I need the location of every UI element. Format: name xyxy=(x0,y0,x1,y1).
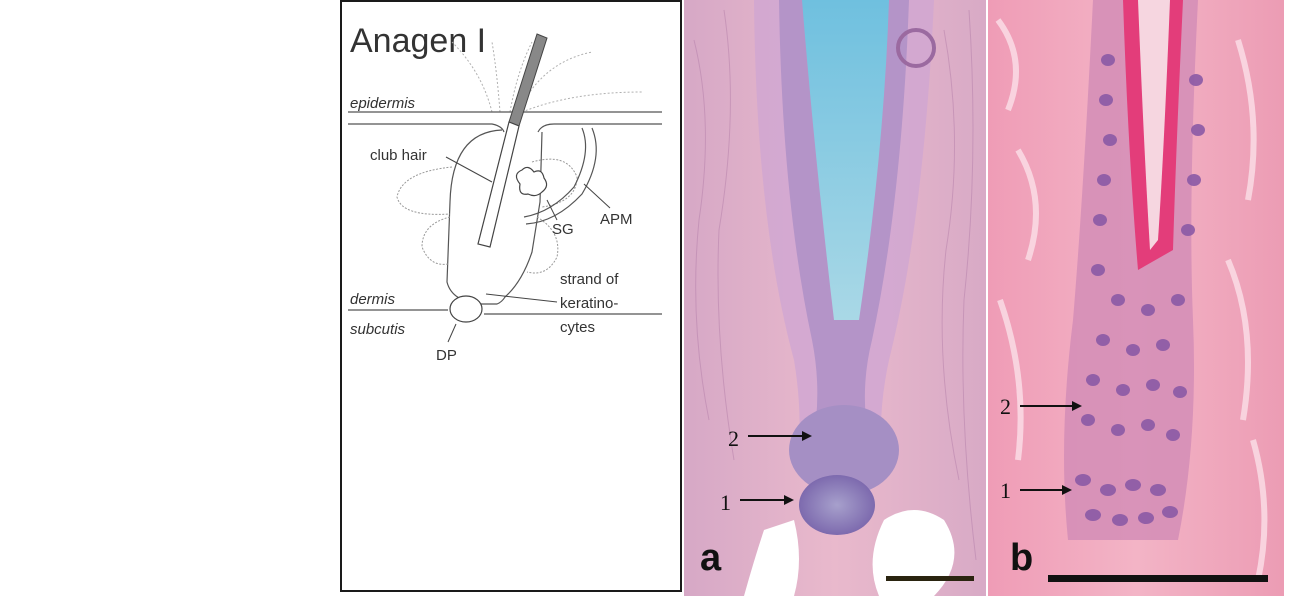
strand-label-2: keratino- xyxy=(560,295,618,312)
subcutis-label: subcutis xyxy=(350,321,406,338)
strand-label-3: cytes xyxy=(560,319,595,336)
dp-label: DP xyxy=(436,347,457,364)
svg-text:1: 1 xyxy=(720,490,731,515)
micrograph-a-image: 2 1 a xyxy=(684,0,986,596)
apm-label: APM xyxy=(600,211,633,228)
sebaceous-gland xyxy=(516,167,546,195)
micrograph-a-letter: a xyxy=(700,537,722,579)
sg-label: SG xyxy=(552,221,574,238)
svg-text:2: 2 xyxy=(1000,394,1011,419)
micrograph-b-letter: b xyxy=(1010,537,1033,579)
dermal-papilla xyxy=(450,296,482,322)
micrograph-a: 2 1 a xyxy=(684,0,986,596)
club-hair-label: club hair xyxy=(370,147,427,164)
strand-pointer xyxy=(486,294,557,302)
anagen-diagram-panel: Anagen I epidermis xyxy=(340,0,682,592)
micrograph-a-scale-bar xyxy=(886,576,974,581)
apm-pointer xyxy=(584,184,610,208)
club-hair-shaft xyxy=(478,34,547,247)
anagen-diagram: Anagen I epidermis xyxy=(342,2,680,590)
epidermis-line-bottom xyxy=(348,124,662,132)
svg-text:2: 2 xyxy=(728,426,739,451)
diagram-title: Anagen I xyxy=(350,22,486,60)
micrograph-b: 2 1 b xyxy=(988,0,1284,596)
svg-text:1: 1 xyxy=(1000,478,1011,503)
dp-pointer xyxy=(448,324,456,342)
epidermis-label: epidermis xyxy=(350,95,416,112)
micrograph-b-image: 2 1 b xyxy=(988,0,1284,596)
strand-label-1: strand of xyxy=(560,271,619,288)
dermis-label: dermis xyxy=(350,291,396,308)
micrograph-b-scale-bar xyxy=(1048,575,1268,582)
